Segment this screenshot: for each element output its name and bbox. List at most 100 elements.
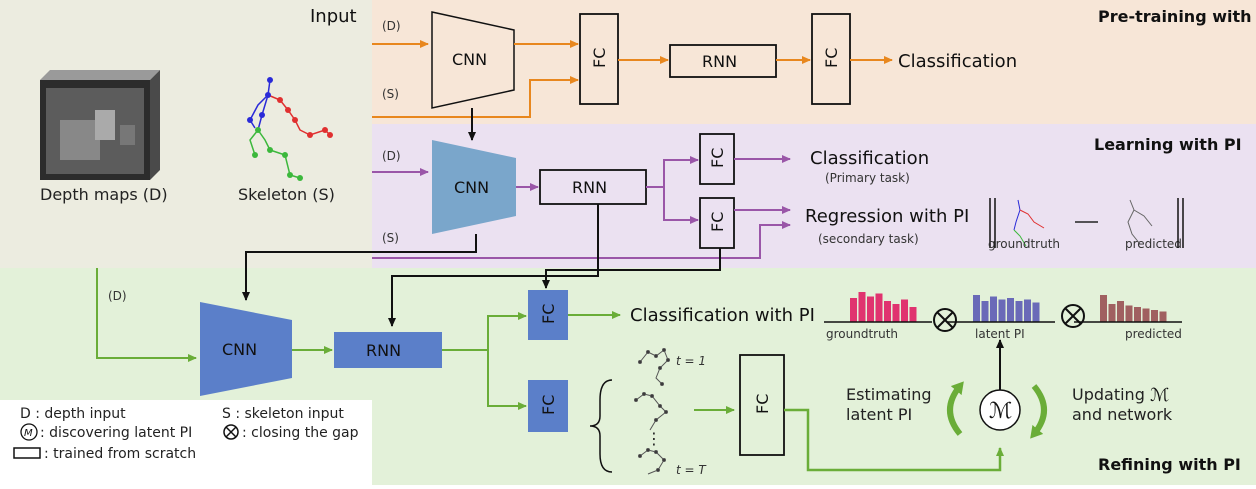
legend-scratch: : trained from scratch — [44, 446, 196, 462]
legend-d: D : depth input — [20, 406, 126, 422]
gt-chart-bar — [901, 299, 908, 322]
pred-chart — [1074, 295, 1182, 323]
otimes-1 — [933, 308, 957, 332]
updating-line1: Updating — [1072, 385, 1145, 404]
learning-fc-bottom — [699, 197, 735, 249]
refining-fc-top — [528, 290, 568, 340]
refining-fc-bottom-label: FC — [539, 395, 558, 415]
input-title: Input — [310, 6, 357, 27]
learning-fc-bottom-label: FC — [708, 212, 727, 232]
refining-pred-label: predicted — [1125, 327, 1182, 341]
learning-out-primary: Classification — [810, 148, 929, 169]
pretrain-output: Classification — [898, 51, 1017, 72]
legend-panel — [0, 400, 372, 485]
legend-scratch-icon — [13, 447, 41, 459]
learning-out-secondary: Regression with PI — [805, 206, 969, 227]
latent-chart-bar — [1024, 299, 1031, 322]
seq-t1: t = 1 — [676, 354, 706, 368]
skeleton-label: Skeleton (S) — [238, 185, 335, 204]
depth-map-image — [40, 70, 160, 180]
sequence-brace — [589, 379, 613, 473]
legend-otimes: : closing the gap — [242, 425, 359, 441]
pred-chart-bar — [1108, 304, 1116, 322]
learning-rnn — [539, 169, 647, 205]
pred-chart-bar — [1142, 308, 1150, 322]
m-node-symbol: ℳ — [989, 399, 1013, 424]
estimating-line2: latent PI — [846, 405, 912, 424]
gt-chart — [824, 292, 932, 323]
legend-s: S : skeleton input — [222, 406, 344, 422]
latent-chart-bar — [998, 299, 1006, 322]
latent-chart-bar — [1007, 298, 1014, 322]
learning-gt-label: groundtruth — [988, 237, 1060, 251]
m-loop-arrows — [947, 381, 1047, 439]
refining-gt-label: groundtruth — [826, 327, 898, 341]
learning-title: Learning with PI — [1094, 135, 1242, 154]
learning-fc-top — [699, 133, 735, 185]
refining-out-class: Classification with PI — [630, 305, 815, 326]
latent-chart — [947, 295, 1055, 323]
pretrain-fc1 — [579, 13, 619, 105]
refining-fc-big — [739, 354, 785, 456]
legend-m-icon: M — [20, 423, 38, 441]
refining-rnn-label: RNN — [366, 341, 401, 360]
gt-chart-bar — [875, 293, 883, 322]
refining-title: Refining with PI — [1098, 455, 1241, 474]
refining-in-d: (D) — [108, 289, 127, 303]
learning-cnn — [432, 140, 516, 234]
refining-rnn — [334, 332, 442, 368]
pred-chart-bar — [1151, 310, 1158, 322]
latent-chart-bar — [1032, 302, 1040, 322]
learning-in-s: (S) — [382, 231, 399, 245]
skeleton-image — [247, 77, 333, 181]
gt-chart-bar — [909, 307, 917, 322]
pred-chart-bar — [1159, 311, 1167, 322]
pretrain-in-s: (S) — [382, 87, 399, 101]
gt-skeleton-small — [1013, 199, 1045, 247]
learning-in-d: (D) — [382, 149, 401, 163]
pred-chart-bar — [1117, 301, 1124, 322]
learning-cnn-label: CNN — [454, 178, 489, 197]
learning-pred-label: predicted — [1125, 237, 1182, 251]
learning-rnn-label: RNN — [572, 178, 607, 197]
pretrain-cnn-label: CNN — [452, 50, 487, 69]
pred-chart-bar — [1125, 305, 1133, 322]
pretrain-rnn — [669, 44, 777, 78]
depth-label: Depth maps (D) — [40, 185, 168, 204]
gt-chart-bar — [867, 296, 874, 322]
learning-out-primary-sub: (Primary task) — [825, 171, 910, 185]
seq-tT: t = T — [676, 463, 707, 477]
pretrain-in-d: (D) — [382, 19, 401, 33]
legend-m: : discovering latent PI — [40, 425, 192, 441]
pretrain-rnn-label: RNN — [702, 52, 737, 71]
latent-chart-bar — [973, 295, 980, 322]
skeleton-sequence — [634, 348, 670, 475]
legend-otimes-icon — [223, 424, 239, 440]
pred-chart-bar — [1134, 307, 1141, 322]
gt-chart-bar — [884, 301, 891, 322]
learning-fc-top-label: FC — [708, 148, 727, 168]
m-node — [979, 389, 1021, 431]
latent-chart-bar — [981, 301, 989, 322]
pred-skeleton-small — [1127, 199, 1153, 245]
learning-panel — [372, 124, 1256, 268]
refining-fc-bottom — [528, 380, 568, 432]
updating-m-symbol: ℳ — [1150, 385, 1169, 406]
pretrain-fc2-label: FC — [822, 48, 841, 68]
seq-dots: ⋮ — [646, 429, 662, 448]
latent-chart-bar — [990, 296, 997, 322]
updating-line2: and network — [1072, 405, 1173, 424]
gt-chart-bar — [850, 298, 857, 322]
learning-out-secondary-sub: (secondary task) — [818, 232, 919, 246]
estimating-line1: Estimating — [846, 385, 932, 404]
latent-chart-bar — [1015, 301, 1023, 322]
gt-chart-bar — [858, 292, 866, 322]
pretrain-cnn — [431, 11, 515, 109]
pretrain-fc1-label: FC — [590, 48, 609, 68]
pred-chart-bar — [1100, 295, 1107, 322]
refining-latent-label: latent PI — [975, 327, 1025, 341]
refining-fc-top-label: FC — [539, 304, 558, 324]
refining-fc-big-label: FC — [753, 394, 772, 414]
refining-cnn-label: CNN — [222, 340, 257, 359]
